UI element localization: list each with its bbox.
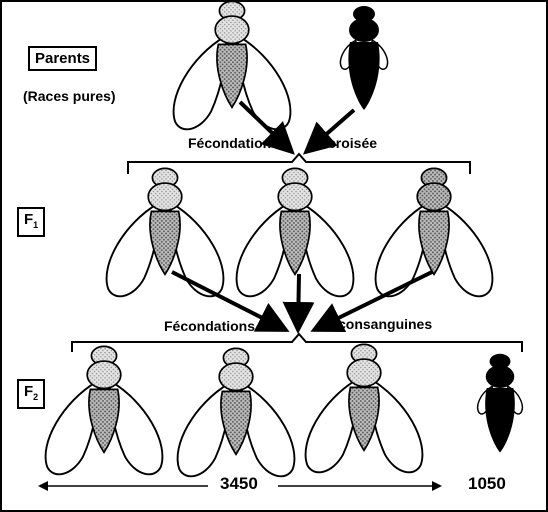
- f1-label: F1: [17, 207, 45, 237]
- parent-wild-fly-icon: [174, 2, 291, 129]
- f2-label: F2: [17, 379, 45, 409]
- count-arrow-right-head: [432, 481, 442, 491]
- f1-fly-1-icon: [107, 168, 224, 296]
- arrow-f1-middle: [298, 274, 299, 330]
- cross-caption-word1: Fécondation: [188, 135, 271, 151]
- f1-fly-2-icon: [237, 168, 354, 296]
- inbred-caption-word2: consanguines: [338, 316, 432, 332]
- wild-type-count: 3450: [220, 474, 258, 494]
- parents-sublabel: (Races pures): [23, 88, 116, 104]
- inbred-caption-word1: Fécondations: [164, 318, 255, 334]
- parent-black-fly-icon: [341, 6, 388, 110]
- parents-label: Parents: [28, 46, 97, 71]
- count-arrow-left-head: [38, 481, 48, 491]
- brace-f2: [72, 334, 522, 352]
- f2-black-fly-icon: [478, 354, 523, 453]
- cross-caption-word2: croisée: [328, 135, 377, 151]
- f2-fly-1-icon: [46, 346, 163, 474]
- f2-fly-2-icon: [178, 348, 295, 476]
- f1-fly-3-icon: [376, 168, 493, 296]
- f2-fly-3-icon: [306, 344, 423, 472]
- mutant-count: 1050: [468, 474, 506, 494]
